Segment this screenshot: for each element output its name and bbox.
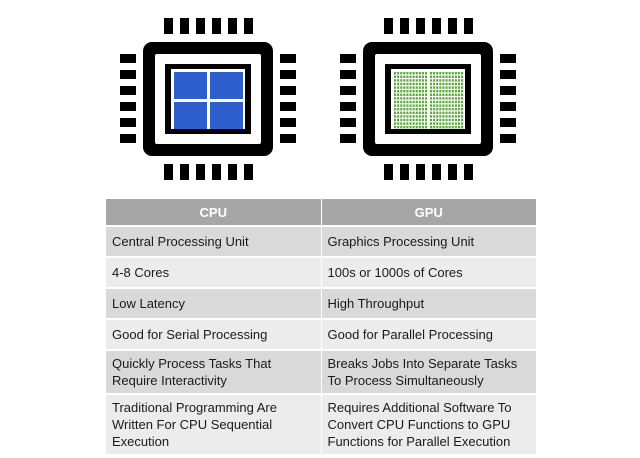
chip-pin bbox=[432, 18, 441, 34]
chip-pin bbox=[280, 102, 296, 111]
chip-pin bbox=[120, 70, 136, 79]
chip-pin bbox=[280, 118, 296, 127]
cpu-core bbox=[210, 72, 243, 99]
chip-pin bbox=[340, 54, 356, 63]
cpu-core bbox=[210, 102, 243, 129]
chip-pin bbox=[500, 86, 516, 95]
gpu-chip-icon bbox=[336, 14, 520, 184]
chip-pin bbox=[340, 102, 356, 111]
gpu-cell: Graphics Processing Unit bbox=[321, 225, 536, 257]
table-row: Central Processing Unit Graphics Process… bbox=[106, 225, 536, 257]
chip-pin bbox=[180, 18, 189, 34]
chip-pin bbox=[400, 18, 409, 34]
chip-pin bbox=[448, 164, 457, 180]
cpu-cell: Central Processing Unit bbox=[106, 225, 322, 257]
cpu-cell: 4-8 Cores bbox=[106, 256, 322, 288]
chip-pin bbox=[500, 70, 516, 79]
cpu-cell: Low Latency bbox=[106, 287, 322, 319]
chip-pin bbox=[196, 18, 205, 34]
chip-pin bbox=[280, 86, 296, 95]
chip-pin bbox=[500, 54, 516, 63]
chip-pin bbox=[340, 118, 356, 127]
chip-pin bbox=[120, 134, 136, 143]
chip-pin bbox=[432, 164, 441, 180]
chip-pin bbox=[164, 18, 173, 34]
chip-pin bbox=[448, 18, 457, 34]
gpu-cell: Good for Parallel Processing bbox=[321, 318, 536, 350]
chip-pin bbox=[416, 18, 425, 34]
chip-pin bbox=[280, 54, 296, 63]
chip-pin bbox=[340, 86, 356, 95]
chip-pin bbox=[280, 134, 296, 143]
cpu-chip-icon bbox=[116, 14, 300, 184]
header-gpu: GPU bbox=[321, 199, 536, 226]
table-row: Quickly Process Tasks That Require Inter… bbox=[106, 349, 536, 394]
cpu-cell: Traditional Programming Are Written For … bbox=[106, 393, 322, 454]
table-row: Good for Serial Processing Good for Para… bbox=[106, 318, 536, 350]
cpu-cell: Quickly Process Tasks That Require Inter… bbox=[106, 349, 322, 394]
chip-pin bbox=[500, 118, 516, 127]
chip-pin bbox=[180, 164, 189, 180]
table-row: Low Latency High Throughput bbox=[106, 287, 536, 319]
chip-pin bbox=[384, 164, 393, 180]
chip-pin bbox=[164, 164, 173, 180]
gpu-cell: 100s or 1000s of Cores bbox=[321, 256, 536, 288]
chip-pin bbox=[340, 70, 356, 79]
table-row: 4-8 Cores 100s or 1000s of Cores bbox=[106, 256, 536, 288]
chip-pin bbox=[500, 102, 516, 111]
chip-pin bbox=[500, 134, 516, 143]
cpu-core bbox=[174, 72, 207, 99]
gpu-cell: Requires Additional Software To Convert … bbox=[321, 393, 536, 454]
chip-pin bbox=[120, 102, 136, 111]
table-header-row: CPU GPU bbox=[106, 199, 536, 226]
chip-pin bbox=[340, 134, 356, 143]
chip-pin bbox=[280, 70, 296, 79]
cpu-core bbox=[174, 102, 207, 129]
chip-pin bbox=[464, 18, 473, 34]
chip-pin bbox=[212, 164, 221, 180]
chip-pin bbox=[228, 164, 237, 180]
cpu-gpu-comparison-table: CPU GPU Central Processing Unit Graphics… bbox=[106, 199, 536, 454]
chip-pin bbox=[120, 86, 136, 95]
chip-pin bbox=[212, 18, 221, 34]
chip-pin bbox=[196, 164, 205, 180]
chip-pin bbox=[464, 164, 473, 180]
chip-pin bbox=[244, 18, 253, 34]
chip-pin bbox=[120, 54, 136, 63]
table-row: Traditional Programming Are Written For … bbox=[106, 393, 536, 454]
chip-pin bbox=[228, 18, 237, 34]
gpu-cell: Breaks Jobs Into Separate Tasks To Proce… bbox=[321, 349, 536, 394]
header-cpu: CPU bbox=[106, 199, 322, 226]
cpu-cell: Good for Serial Processing bbox=[106, 318, 322, 350]
chip-pin bbox=[400, 164, 409, 180]
gpu-core-grid bbox=[394, 72, 464, 129]
chip-pin bbox=[416, 164, 425, 180]
chip-pin bbox=[120, 118, 136, 127]
gpu-cell: High Throughput bbox=[321, 287, 536, 319]
chip-pin bbox=[244, 164, 253, 180]
chip-pin bbox=[384, 18, 393, 34]
